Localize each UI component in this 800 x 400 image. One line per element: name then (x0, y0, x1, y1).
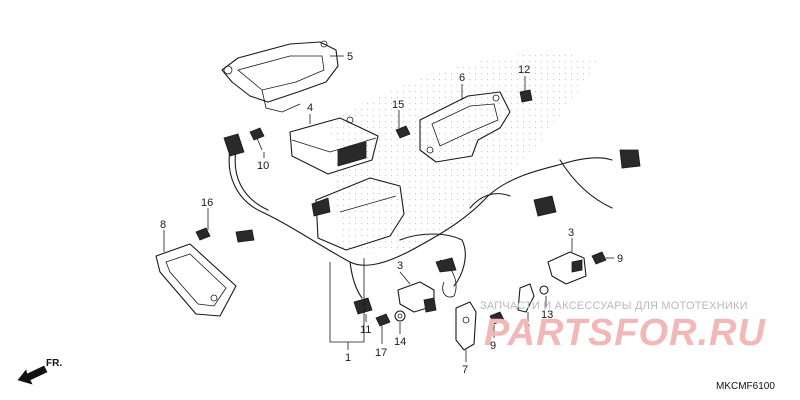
part-15-bolt[interactable] (395, 125, 411, 139)
part-16-bolt[interactable] (195, 227, 211, 241)
part-1-wire-harness[interactable] (223, 133, 641, 299)
part-13-washer[interactable] (539, 285, 549, 295)
part-9-bolt-lower[interactable] (489, 311, 505, 325)
callout-5: 5 (347, 51, 353, 63)
callout-11: 11 (360, 324, 371, 336)
part-14-washer[interactable] (394, 310, 406, 322)
callout-3-center: 3 (397, 260, 403, 272)
part-5-cover[interactable] (221, 40, 339, 113)
front-arrow-icon (17, 365, 48, 385)
part-11-clip[interactable] (353, 297, 373, 315)
background-swoosh (330, 53, 600, 254)
part-9-bolt-right[interactable] (591, 251, 607, 265)
part-10-bolt[interactable] (249, 127, 265, 151)
callout-12: 12 (518, 64, 530, 76)
part-7-stay[interactable] (455, 301, 477, 351)
part-6-plate[interactable] (419, 91, 511, 163)
leader-lines (163, 55, 614, 362)
callout-7: 7 (462, 364, 468, 376)
watermark-text: ЗАПЧАСТИ И АКСЕССУАРЫ ДЛЯ МОТОТЕХНИКИ (480, 300, 748, 312)
part-3-relay[interactable] (397, 281, 437, 313)
part-17-bolt[interactable] (375, 313, 391, 327)
callout-8: 8 (160, 219, 166, 231)
callout-13: 13 (541, 309, 553, 321)
watermark-logo: PARTSFOR.RU (484, 312, 766, 354)
callout-9-right: 9 (617, 253, 623, 265)
diagram-code: MKCMF6100 (716, 381, 775, 392)
callout-6: 6 (459, 72, 465, 84)
front-direction-indicator: FR. (17, 358, 62, 385)
callout-17: 17 (375, 347, 387, 359)
front-label: FR. (46, 358, 62, 369)
callout-9-lower: 9 (490, 340, 496, 352)
callout-16: 16 (201, 197, 213, 209)
callout-1: 1 (345, 352, 351, 364)
part-3-module[interactable] (311, 177, 405, 251)
callout-15: 15 (392, 99, 404, 111)
part-2-stay[interactable] (517, 283, 535, 313)
callout-10: 10 (257, 160, 269, 172)
part-4-control-unit[interactable] (289, 116, 379, 175)
callout-3-right: 3 (568, 227, 574, 239)
part-3-sensor[interactable] (547, 251, 587, 285)
callout-14: 14 (394, 336, 406, 348)
callouts: 5 6 12 4 15 10 16 8 3 3 9 11 13 2 14 17 … (160, 51, 623, 376)
callout-4: 4 (307, 102, 313, 114)
part-8-bracket[interactable] (155, 243, 237, 317)
part-12-bolt[interactable] (519, 89, 533, 103)
callout-2: 2 (524, 322, 530, 334)
